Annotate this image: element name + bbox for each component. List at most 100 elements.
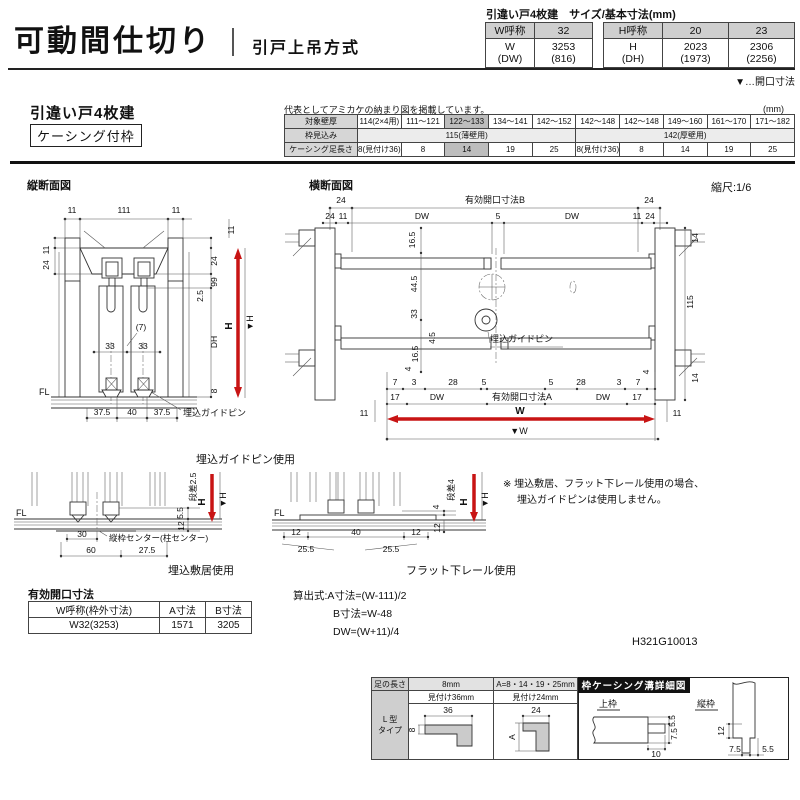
cell: 1571 bbox=[159, 617, 206, 634]
hsec-dimensions: 24 有効開口寸法B 24 24 11 DW 5 DW 11 24 14 115… bbox=[325, 194, 700, 436]
face36-subheader: 見付け36mm bbox=[408, 690, 494, 704]
dim-dw: DW bbox=[565, 211, 579, 221]
note-line1: ※ 埋込敷居、フラット下レール使用の場合、 bbox=[503, 479, 705, 490]
groove-detail-drawing: 上枠 5.5 7.5 10 縦枠 12 7.5 5.5 bbox=[592, 681, 774, 759]
table-row: 枠見込み 115(薄壁用) 142(厚壁用) bbox=[284, 128, 795, 143]
dim: 11 bbox=[226, 225, 236, 234]
h23-line1: 2306 bbox=[749, 41, 774, 53]
profile-36-drawing: 36 8 bbox=[407, 705, 474, 747]
dim: 115 bbox=[685, 295, 695, 309]
dim: 12 bbox=[291, 527, 301, 537]
w-arrow-label: W bbox=[515, 406, 525, 417]
guide-pin-label: 埋込ガイドピン bbox=[183, 408, 246, 418]
flat-rail-detail: FL 段差4 4 12 H ▼H 12 40 12 25.5 25.5 bbox=[272, 472, 490, 554]
dim: 33 bbox=[105, 341, 115, 351]
h-label-line1: H bbox=[629, 41, 637, 53]
sill-caption: 埋込敷居使用 bbox=[168, 565, 234, 577]
profile-24-drawing: 24 A bbox=[507, 705, 551, 752]
title-divider bbox=[232, 28, 234, 56]
dim-dw: DW bbox=[596, 392, 610, 402]
rail-linework bbox=[272, 472, 486, 551]
formula-dw: DW=(W+11)/4 bbox=[333, 626, 400, 638]
dim: 16.5 bbox=[407, 231, 417, 248]
dim: 5.5 bbox=[175, 507, 185, 519]
face24-subheader: 見付け24mm bbox=[493, 690, 578, 704]
fl-label: FL bbox=[16, 508, 27, 518]
cell-shaded: 14 bbox=[444, 142, 490, 157]
dim-dw: DW bbox=[415, 211, 429, 221]
vertical-section-drawing: 11 111 11 11 24 11 24 99 2.5 DH 8 H ▼H (… bbox=[39, 205, 255, 422]
casing-frame-box: ケーシング付枠 bbox=[30, 124, 142, 147]
groove-linework: 上枠 5.5 7.5 10 縦枠 12 7.5 5.5 bbox=[592, 681, 774, 759]
dim: 37.5 bbox=[94, 407, 111, 417]
table-row: ケーシング足長さ 8(見付け36) 8 14 19 25 8(見付け36) 8 … bbox=[284, 142, 795, 157]
vsec-dimensions: 11 111 11 11 24 11 24 99 2.5 DH 8 H ▼H (… bbox=[39, 205, 255, 418]
dim: 4 bbox=[403, 366, 413, 371]
leg-8mm-header: 8mm bbox=[408, 677, 494, 691]
row2-label: 枠見込み bbox=[284, 128, 358, 143]
dim: 5.5 bbox=[762, 744, 774, 754]
dim: 24 bbox=[209, 256, 219, 266]
sill-dimensions: FL 段差2.5 5.5 12 H ▼H 30 縦枠センター(柱センター) 60… bbox=[16, 472, 228, 555]
h-open-label: ▼H bbox=[480, 492, 490, 507]
formula-a: 算出式:A寸法=(W-111)/2 bbox=[293, 590, 407, 602]
top-frame-label: 上枠 bbox=[599, 698, 617, 709]
table-row: W呼称(枠外寸法) A寸法 B寸法 bbox=[28, 601, 252, 618]
dim: 2.5 bbox=[195, 290, 205, 302]
dim: 17 bbox=[632, 392, 642, 402]
h-arrow-label: H bbox=[459, 498, 470, 505]
dim: 44.5 bbox=[409, 275, 419, 292]
dim: 12 bbox=[176, 521, 186, 531]
groove-detail-title: 枠ケーシング溝詳細図 bbox=[578, 677, 690, 693]
dim: 24 bbox=[41, 260, 51, 270]
dim: A bbox=[507, 734, 517, 740]
cell: 171〜182 bbox=[750, 114, 795, 129]
cell: 8 bbox=[619, 142, 664, 157]
section-rule bbox=[10, 161, 795, 164]
w-value-line1: 3253 bbox=[551, 41, 576, 53]
wall-table-note: 代表としてアミカケの納まり図を掲載しています。 bbox=[284, 105, 490, 115]
rail-dimensions: FL 段差4 4 12 H ▼H 12 40 12 25.5 25.5 bbox=[274, 479, 490, 554]
dim: 37.5 bbox=[154, 407, 171, 417]
dim: 5 bbox=[549, 377, 554, 387]
cell: 142〜148 bbox=[619, 114, 664, 129]
dim: 24 bbox=[644, 195, 654, 205]
w-value-line2: (816) bbox=[551, 53, 576, 65]
w-label-line2: (DW) bbox=[497, 53, 523, 65]
center-note: 縦枠センター(柱センター) bbox=[109, 533, 208, 543]
cell: 19 bbox=[488, 142, 533, 157]
cell: 25 bbox=[531, 142, 577, 157]
dim: 4 bbox=[641, 369, 651, 374]
h-arrow-label: H bbox=[224, 322, 235, 329]
cell: W32(3253) bbox=[28, 617, 160, 634]
row1-label: 対象壁厚 bbox=[284, 114, 358, 129]
sill-linework bbox=[14, 472, 222, 558]
fl-label: FL bbox=[39, 387, 50, 397]
dim: 11 bbox=[172, 205, 181, 215]
w-open-label: ▼W bbox=[510, 426, 528, 436]
dim: 5 bbox=[496, 211, 501, 221]
horizontal-section-drawing: 24 有効開口寸法B 24 24 11 DW 5 DW 11 24 14 115… bbox=[285, 194, 705, 441]
section-title: 引違い戸4枚建 bbox=[30, 105, 136, 122]
document-code: H321G10013 bbox=[632, 636, 698, 648]
h20-value: 2023 (1973) bbox=[662, 38, 729, 68]
leg-length-header: 足の長さ bbox=[371, 677, 409, 691]
w-size-table: W呼称 32 W (DW) 3253 (816) bbox=[485, 22, 593, 68]
row3-label: ケーシング足長さ bbox=[284, 142, 358, 157]
open-b-label: 有効開口寸法B bbox=[465, 194, 525, 205]
dim-step: 段差4 bbox=[446, 479, 456, 501]
dim: 24 bbox=[325, 211, 335, 221]
dim: 10 bbox=[651, 749, 661, 759]
l-type-cell: L 型 タイプ bbox=[371, 690, 409, 760]
dim: 12 bbox=[411, 527, 421, 537]
l-type-line1: L 型 bbox=[382, 715, 398, 724]
dim: 12 bbox=[432, 523, 442, 533]
dim: 7 bbox=[636, 377, 641, 387]
formula-b: B寸法=W-48 bbox=[333, 608, 393, 620]
dim: 25.5 bbox=[383, 544, 400, 554]
calculation-formulas: 算出式:A寸法=(W-111)/2 B寸法=W-48 DW=(W+11)/4 bbox=[293, 587, 406, 641]
dim: 14 bbox=[690, 373, 700, 383]
cell: 25 bbox=[750, 142, 795, 157]
cell: 3205 bbox=[205, 617, 252, 634]
dim: 11 bbox=[339, 211, 348, 221]
